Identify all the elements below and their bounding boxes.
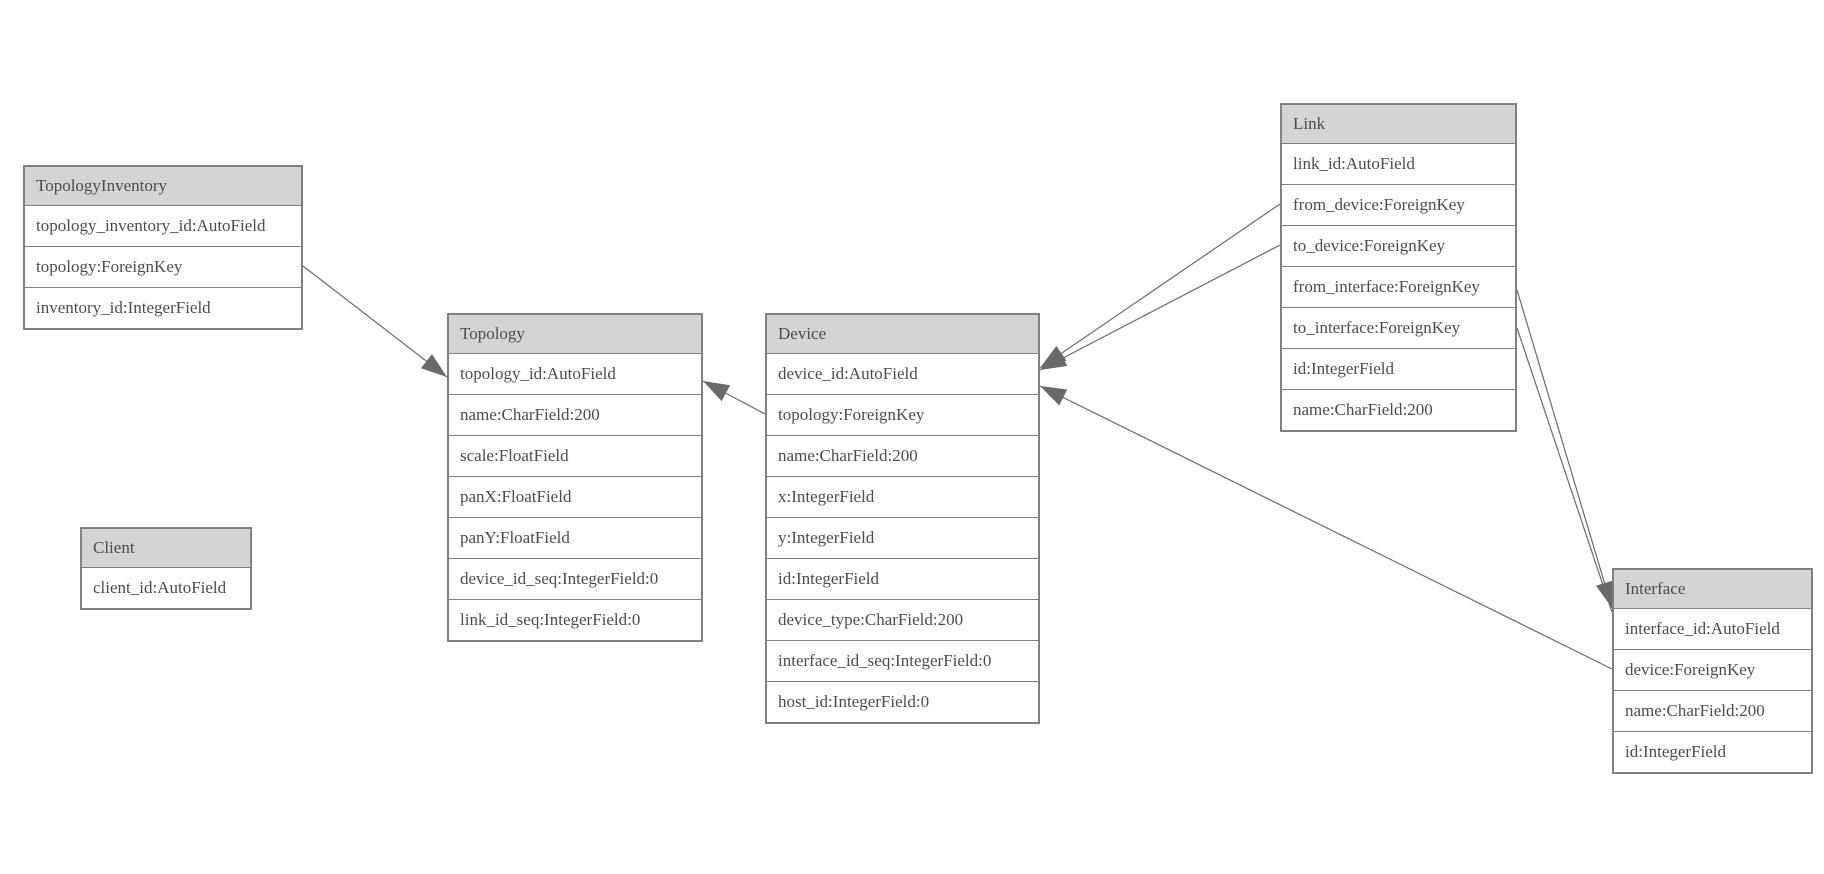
edge-interface-device-to-device: [1039, 385, 1613, 670]
edge-link-tointerface-to-interface: [1516, 327, 1613, 613]
entity-field-row: interface_id_seq:IntegerField:0: [767, 640, 1038, 681]
edge-link-fromdevice-to-device: [1039, 203, 1281, 369]
entity-title: Topology: [449, 315, 701, 353]
entity-field-row: panX:FloatField: [449, 476, 701, 517]
edge-link-todevice-to-device: [1039, 244, 1281, 371]
entity-field-row: x:IntegerField: [767, 476, 1038, 517]
entity-field-row: name:CharField:200: [449, 394, 701, 435]
entity-field-row: from_interface:ForeignKey: [1282, 266, 1515, 307]
entity-field-row: device_type:CharField:200: [767, 599, 1038, 640]
entity-field-row: panY:FloatField: [449, 517, 701, 558]
entity-field-row: client_id:AutoField: [82, 567, 250, 608]
entity-field-row: from_device:ForeignKey: [1282, 184, 1515, 225]
entity-field-row: link_id_seq:IntegerField:0: [449, 599, 701, 640]
entity-field-row: device:ForeignKey: [1614, 649, 1811, 690]
entity-field-row: topology:ForeignKey: [25, 246, 301, 287]
entity-title: Client: [82, 529, 250, 567]
entity-field-row: y:IntegerField: [767, 517, 1038, 558]
entity-title: Link: [1282, 105, 1515, 143]
entity-client: Client client_id:AutoField: [80, 527, 252, 610]
entity-field-row: device_id_seq:IntegerField:0: [449, 558, 701, 599]
entity-title: Interface: [1614, 570, 1811, 608]
entity-link: Link link_id:AutoField from_device:Forei…: [1280, 103, 1517, 432]
entity-topology: Topology topology_id:AutoField name:Char…: [447, 313, 703, 642]
entity-field-row: topology:ForeignKey: [767, 394, 1038, 435]
entity-device: Device device_id:AutoField topology:Fore…: [765, 313, 1040, 724]
entity-field-row: id:IntegerField: [1282, 348, 1515, 389]
edge-device-to-topology: [702, 380, 766, 415]
entity-field-row: name:CharField:200: [1614, 690, 1811, 731]
entity-field-row: interface_id:AutoField: [1614, 608, 1811, 649]
entity-field-row: device_id:AutoField: [767, 353, 1038, 394]
entity-title: TopologyInventory: [25, 167, 301, 205]
entity-field-row: id:IntegerField: [1614, 731, 1811, 772]
edge-link-frominterface-to-interface: [1516, 289, 1614, 609]
entity-field-row: name:CharField:200: [767, 435, 1038, 476]
entity-topology-inventory: TopologyInventory topology_inventory_id:…: [23, 165, 303, 330]
entity-interface: Interface interface_id:AutoField device:…: [1612, 568, 1813, 774]
entity-field-row: topology_id:AutoField: [449, 353, 701, 394]
entity-field-row: topology_inventory_id:AutoField: [25, 205, 301, 246]
entity-field-row: host_id:IntegerField:0: [767, 681, 1038, 722]
entity-field-row: name:CharField:200: [1282, 389, 1515, 430]
entity-field-row: link_id:AutoField: [1282, 143, 1515, 184]
entity-field-row: id:IntegerField: [767, 558, 1038, 599]
entity-field-row: to_interface:ForeignKey: [1282, 307, 1515, 348]
entity-field-row: to_device:ForeignKey: [1282, 225, 1515, 266]
entity-title: Device: [767, 315, 1038, 353]
edge-topologyinventory-to-topology: [302, 265, 448, 378]
entity-field-row: inventory_id:IntegerField: [25, 287, 301, 328]
entity-field-row: scale:FloatField: [449, 435, 701, 476]
